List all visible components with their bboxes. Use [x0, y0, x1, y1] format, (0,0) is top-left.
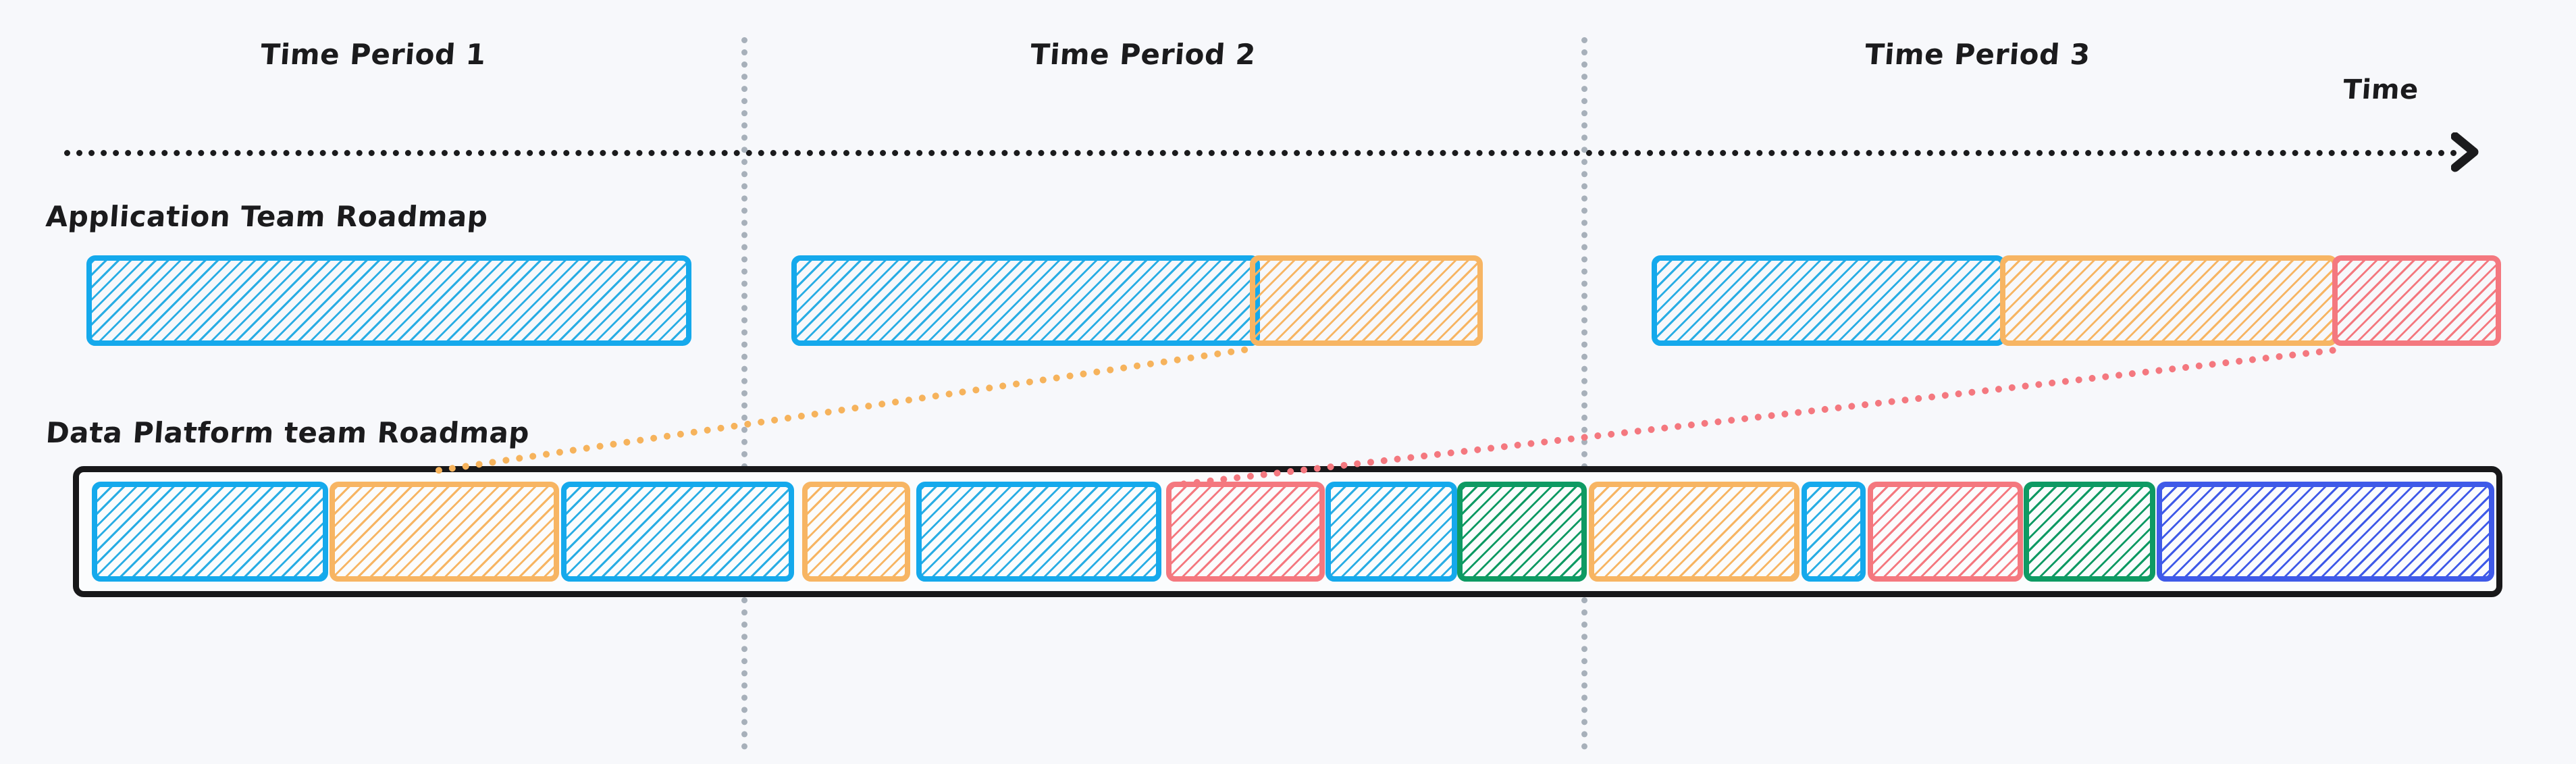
- app-task-1[interactable]: [86, 255, 691, 346]
- dp-task-9[interactable]: [1589, 482, 1799, 582]
- dp-task-1[interactable]: [92, 482, 328, 582]
- dp-task-3[interactable]: [561, 482, 794, 582]
- period-label-1: Time Period 1: [259, 38, 488, 71]
- time-axis-line: [64, 150, 2458, 156]
- dp-task-13[interactable]: [2157, 482, 2494, 582]
- dp-task-12[interactable]: [2024, 482, 2155, 582]
- app-task-5[interactable]: [2000, 255, 2338, 346]
- time-axis-label: Time: [2342, 74, 2420, 105]
- app-task-2[interactable]: [791, 255, 1260, 346]
- period-divider-1: [741, 37, 747, 750]
- dp-task-10[interactable]: [1802, 482, 1866, 582]
- app-task-4[interactable]: [1652, 255, 2005, 346]
- app-task-6[interactable]: [2332, 255, 2501, 346]
- app-task-3[interactable]: [1250, 255, 1483, 346]
- dp-task-2[interactable]: [330, 482, 559, 582]
- dp-task-7[interactable]: [1325, 482, 1457, 582]
- row-title-application-team: Application Team Roadmap: [45, 200, 490, 233]
- connector-orange-dependency: [435, 346, 1249, 474]
- period-label-3: Time Period 3: [1864, 38, 2092, 71]
- period-divider-2: [1581, 37, 1587, 750]
- period-label-2: Time Period 2: [1029, 38, 1257, 71]
- dp-task-5[interactable]: [916, 482, 1161, 582]
- dp-task-6[interactable]: [1166, 482, 1325, 582]
- dp-task-4[interactable]: [802, 482, 910, 582]
- row-title-data-platform-team: Data Platform team Roadmap: [45, 416, 531, 449]
- dp-task-11[interactable]: [1868, 482, 2023, 582]
- dp-task-8[interactable]: [1457, 482, 1587, 582]
